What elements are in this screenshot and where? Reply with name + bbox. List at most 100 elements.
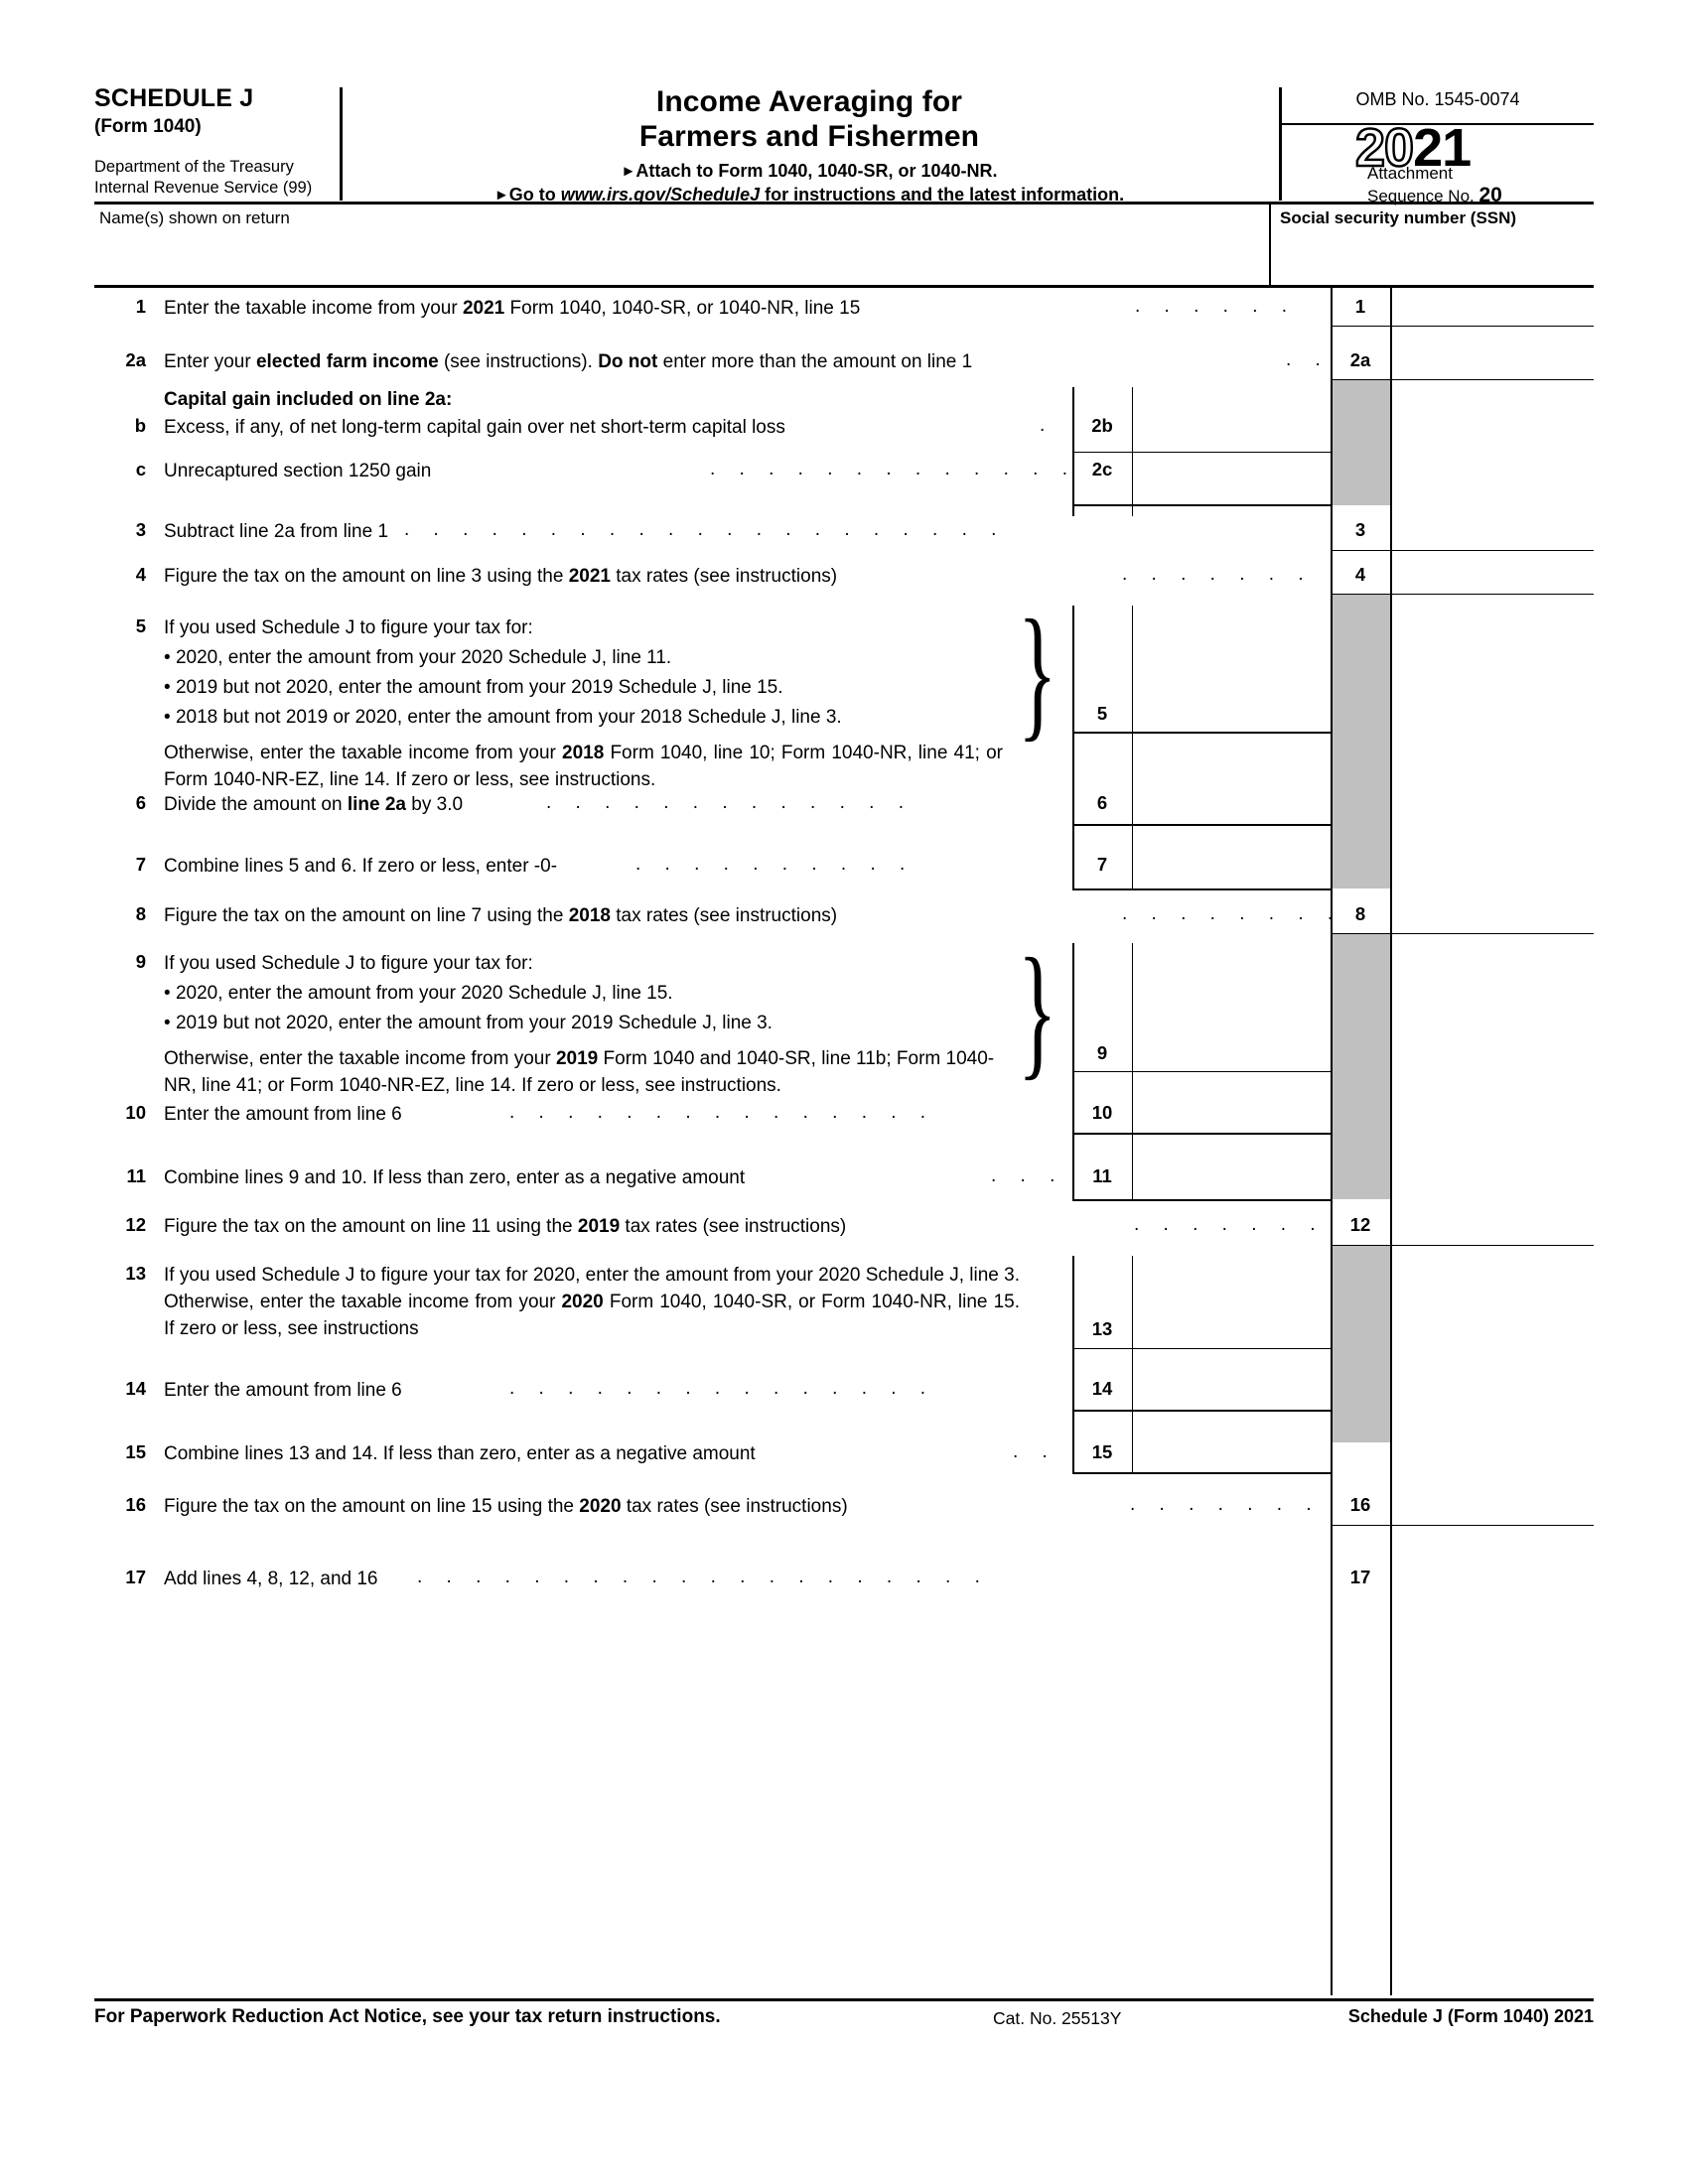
line-16-text: Figure the tax on the amount on line 15 …: [164, 1494, 848, 1521]
line-1-amount-field[interactable]: [1390, 288, 1594, 326]
line-4-year: 2021: [568, 566, 611, 587]
tax-year-century: 20: [1354, 118, 1416, 178]
line-7-text: Combine lines 5 and 6. If zero or less, …: [164, 856, 558, 877]
form-identifier: Schedule J (Form 1040) 2021: [1347, 2006, 1594, 2026]
form-body: 1 Enter the taxable income from your 202…: [94, 288, 1594, 1995]
line-2c-amount-field[interactable]: [1132, 453, 1331, 504]
line-8-text: Figure the tax on the amount on line 7 u…: [164, 903, 837, 930]
line-15-box-label: 15: [1091, 1441, 1113, 1462]
header-divider-right: [1279, 87, 1282, 201]
line-2c-box-label: 2c: [1091, 459, 1113, 479]
line-2c-leader-dots: . . . . . . . . . . . . . .: [710, 459, 1107, 479]
inner-box-15-divider: [1132, 1410, 1134, 1472]
line-3-leader-dots: . . . . . . . . . . . . . . . . . . . . …: [404, 519, 1006, 540]
line-9-otherwise: Otherwise, enter the taxable income from…: [164, 1046, 1006, 1100]
line-4-text-b: tax rates (see instructions): [611, 566, 838, 587]
line-13-text: If you used Schedule J to figure your ta…: [164, 1263, 1020, 1343]
line-5-number: 5: [135, 615, 146, 636]
line-14-bottom-rule: [1072, 1410, 1331, 1413]
line-16-number: 16: [125, 1494, 146, 1515]
form-title-line-1: Income Averaging for: [655, 85, 963, 118]
line-6-amount-field[interactable]: [1132, 733, 1331, 824]
line-11-number: 11: [126, 1165, 146, 1186]
paperwork-notice: For Paperwork Reduction Act Notice, see …: [94, 2006, 721, 2027]
line-13-amount-field[interactable]: [1132, 1256, 1331, 1348]
line-10-bottom-rule: [1072, 1133, 1331, 1136]
attach-instruction: ►Attach to Form 1040, 1040-SR, or 1040-N…: [343, 161, 1276, 182]
line-8-amount-field[interactable]: [1390, 889, 1594, 933]
shaded-cell-11: [1333, 1133, 1390, 1199]
line-12-year: 2019: [577, 1216, 621, 1237]
line-15-number: 15: [125, 1441, 146, 1462]
line-12-number: 12: [125, 1214, 146, 1235]
irs-url-link[interactable]: www.irs.gov/ScheduleJ: [560, 185, 761, 205]
line-14-amount-field[interactable]: [1132, 1349, 1331, 1410]
line-15-leader-dots: . .: [1013, 1441, 1057, 1462]
line-9-number: 9: [135, 951, 146, 972]
sequence-line: Sequence No. 20: [1367, 184, 1502, 208]
line-4-text-a: Figure the tax on the amount on line 3 u…: [164, 566, 569, 587]
line-17-text: Add lines 4, 8, 12, and 16: [164, 1569, 378, 1589]
line-11-amount-field[interactable]: [1132, 1134, 1331, 1199]
line-6-text-b: by 3.0: [406, 794, 464, 815]
line-13-text-b: Form 1040, 1040-SR, or Form 1040-NR, lin…: [164, 1291, 1020, 1339]
line-2a-leader-dots: . .: [1286, 349, 1331, 370]
omb-divider: [1282, 123, 1594, 125]
form-title-line-2: Farmers and Fishermen: [638, 119, 980, 153]
line-10-amount-field[interactable]: [1132, 1072, 1331, 1133]
line-4-number: 4: [135, 564, 146, 585]
line-3-number: 3: [135, 519, 146, 540]
line-13-bottom-rule: [1072, 1348, 1331, 1350]
schedule-title: SCHEDULE J: [94, 84, 254, 112]
line-2a-text-c: enter more than the amount on line 1: [657, 351, 973, 372]
line-9-bottom-rule: [1072, 1071, 1331, 1073]
line-6-leader-dots: . . . . . . . . . . . . .: [546, 792, 914, 813]
line-2b-text: Excess, if any, of net long-term capital…: [164, 417, 785, 438]
line-9-amount-field[interactable]: [1132, 943, 1331, 1071]
line-3-bottom-rule: [1331, 550, 1594, 552]
line-11-box-label: 11: [1092, 1165, 1112, 1186]
line-2a-bold-a: elected farm income: [255, 351, 439, 372]
line-17-leader-dots: . . . . . . . . . . . . . . . . . . . .: [417, 1567, 990, 1587]
line-12-amount-field[interactable]: [1390, 1200, 1594, 1245]
line-2b-number: b: [134, 415, 146, 436]
inner-box-7-divider: [1132, 824, 1134, 888]
goto-prefix: Go to: [508, 185, 561, 205]
line-9-bullet-2: • 2019 but not 2020, enter the amount fr…: [164, 1013, 773, 1033]
line-6-bottom-rule: [1072, 824, 1331, 827]
line-5-bullet-3-text: 2018 but not 2019 or 2020, enter the amo…: [175, 707, 842, 728]
line-1-box-label: 1: [1354, 296, 1366, 317]
header-bottom-rule: [94, 202, 1594, 205]
line-8-bottom-rule: [1331, 933, 1594, 935]
department-line: Department of the Treasury: [94, 157, 294, 176]
line-3-amount-field[interactable]: [1390, 506, 1594, 550]
line-2b-leader-dots: .: [1040, 415, 1055, 436]
line-4-amount-field[interactable]: [1390, 552, 1594, 594]
line-5-bullet-1-text: 2020, enter the amount from your 2020 Sc…: [175, 647, 672, 668]
line-2b-box-label: 2b: [1091, 415, 1113, 436]
line-1-bottom-rule: [1331, 326, 1594, 328]
line-11-leader-dots: . . .: [991, 1165, 1064, 1186]
line-1-leader-dots: . . . . . .: [1135, 296, 1297, 317]
right-triangle-icon: ►: [621, 163, 636, 180]
inner-box-9-11-left-rule: [1072, 943, 1075, 1133]
line-2c-bottom-rule: [1072, 504, 1331, 507]
line-17-amount-field[interactable]: [1390, 1526, 1594, 1601]
line-12-text-b: tax rates (see instructions): [620, 1216, 847, 1237]
line-7-amount-field[interactable]: [1132, 825, 1331, 888]
line-5-bullet-3: • 2018 but not 2019 or 2020, enter the a…: [164, 707, 842, 728]
line-13-year: 2020: [561, 1291, 604, 1312]
identity-divider: [1269, 204, 1271, 285]
capital-gain-heading: Capital gain included on line 2a:: [164, 389, 453, 410]
right-triangle-icon-2: ►: [493, 187, 509, 204]
line-2a-amount-field[interactable]: [1390, 341, 1594, 379]
line-5-box-label: 5: [1096, 703, 1108, 724]
line-2b-amount-field[interactable]: [1132, 387, 1331, 452]
line-15-amount-field[interactable]: [1132, 1411, 1331, 1472]
line-5-amount-field[interactable]: [1132, 606, 1331, 732]
form-reference: (Form 1040): [94, 116, 202, 138]
line-6-bold-a: line 2a: [347, 794, 406, 815]
line-16-amount-field[interactable]: [1390, 1473, 1594, 1525]
line-1-number: 1: [135, 296, 146, 317]
